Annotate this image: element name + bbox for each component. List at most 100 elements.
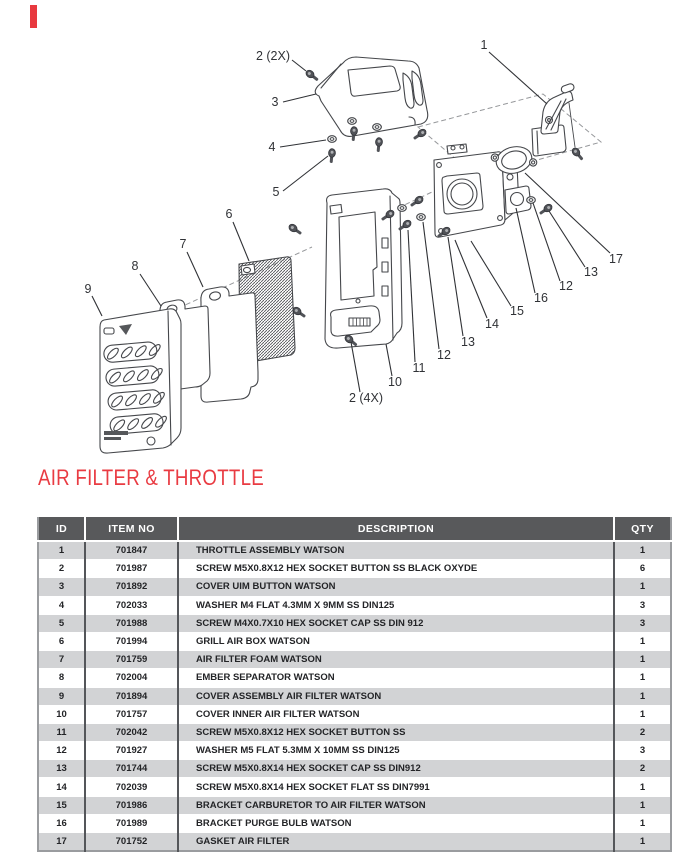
col-header-qty: QTY — [613, 517, 671, 541]
table-cell: 17 — [56, 836, 67, 848]
svg-text:17: 17 — [609, 252, 623, 266]
callout-4: 4 — [269, 139, 327, 154]
table-header-row: ID ITEM NO DESCRIPTION QTY — [38, 517, 671, 541]
washer-part — [372, 123, 382, 131]
table-cell: 2 — [613, 723, 671, 742]
table-cell: 701894 — [84, 687, 178, 706]
callout-17: 17 — [524, 172, 623, 266]
table-cell: 1 — [613, 705, 671, 724]
table-cell: 1 — [58, 545, 65, 557]
washer-part — [397, 204, 407, 212]
table-cell: 8 — [58, 672, 65, 684]
table-cell: SCREW M4X0.7X10 HEX SOCKET CAP SS DIN 91… — [177, 614, 614, 633]
table-cell: 1 — [613, 541, 671, 560]
svg-text:16: 16 — [534, 291, 548, 305]
section-title: AIR FILTER & THROTTLE — [38, 465, 264, 490]
washer-part — [327, 135, 337, 143]
table-cell: 1 — [613, 777, 671, 797]
table-cell: 702033 — [84, 596, 178, 615]
svg-text:7: 7 — [180, 237, 187, 251]
screw-part — [570, 146, 586, 163]
table-cell: SCREW M5X0.8X14 HEX SOCKET FLAT SS DIN79… — [177, 777, 614, 797]
callout-13: 13 — [447, 236, 475, 349]
screw-part — [349, 125, 359, 142]
svg-text:5: 5 — [273, 185, 280, 199]
screw-part — [411, 127, 428, 143]
table-cell: 1 — [613, 577, 671, 597]
table-cell: 701752 — [84, 832, 178, 852]
screw-part — [408, 194, 425, 210]
svg-text:13: 13 — [461, 335, 475, 349]
page-corner-mark — [30, 5, 37, 28]
table-cell: 701744 — [84, 759, 178, 778]
table-cell: 701987 — [84, 559, 178, 578]
air-filter-cover-part — [99, 308, 182, 454]
inner-cover-part — [324, 188, 403, 349]
callout-12: 12 — [422, 221, 451, 362]
table-cell: COVER INNER AIR FILTER WATSON — [177, 705, 614, 724]
table-cell: 5 — [58, 617, 65, 629]
table-cell: 7 — [58, 654, 65, 666]
callout-7: 7 — [180, 237, 204, 288]
table-cell: COVER UIM BUTTON WATSON — [177, 577, 614, 597]
svg-text:3: 3 — [272, 95, 279, 109]
table-cell: 1 — [613, 832, 671, 852]
svg-text:14: 14 — [485, 317, 499, 331]
throttle-assembly-part — [531, 83, 576, 157]
callout-12: 12 — [532, 202, 573, 293]
callout-2: 2 (2X) — [256, 49, 307, 72]
table-cell: SCREW M5X0.8X12 HEX SOCKET BUTTON SS BLA… — [177, 559, 614, 578]
table-cell: 1 — [613, 632, 671, 651]
svg-text:9: 9 — [85, 282, 92, 296]
svg-text:2 (2X): 2 (2X) — [256, 49, 290, 63]
callout-11: 11 — [407, 229, 426, 375]
callout-5: 5 — [273, 155, 329, 199]
callout-14: 14 — [454, 239, 499, 331]
col-header-id: ID — [38, 517, 85, 541]
callout-2: 2 (4X) — [349, 341, 383, 405]
svg-text:11: 11 — [413, 361, 426, 375]
table-cell: 14 — [56, 781, 67, 793]
svg-text:1: 1 — [481, 38, 488, 52]
callout-13: 13 — [548, 210, 598, 279]
table-cell: 2 — [58, 563, 65, 575]
table-cell: 2 — [613, 759, 671, 778]
callout-8: 8 — [132, 259, 162, 307]
table-cell: 13 — [56, 763, 67, 775]
table-cell: AIR FILTER FOAM WATSON — [177, 650, 614, 669]
svg-text:13: 13 — [584, 265, 598, 279]
table-cell: 701988 — [84, 614, 178, 633]
svg-text:4: 4 — [269, 140, 276, 154]
svg-text:2 (4X): 2 (4X) — [349, 391, 383, 405]
table-cell: 3 — [613, 741, 671, 760]
washer-part — [526, 196, 536, 204]
table-cell: BRACKET PURGE BULB WATSON — [177, 814, 614, 833]
svg-text:12: 12 — [437, 348, 451, 362]
table-cell: 702004 — [84, 668, 178, 687]
table-cell: GRILL AIR BOX WATSON — [177, 632, 614, 651]
table-cell: 3 — [613, 614, 671, 633]
table-cell: 701986 — [84, 796, 178, 815]
callout-10: 10 — [385, 343, 402, 389]
purge-bulb-bracket-part — [504, 185, 532, 215]
table-cell: GASKET AIR FILTER — [177, 832, 614, 852]
svg-text:6: 6 — [226, 207, 233, 221]
